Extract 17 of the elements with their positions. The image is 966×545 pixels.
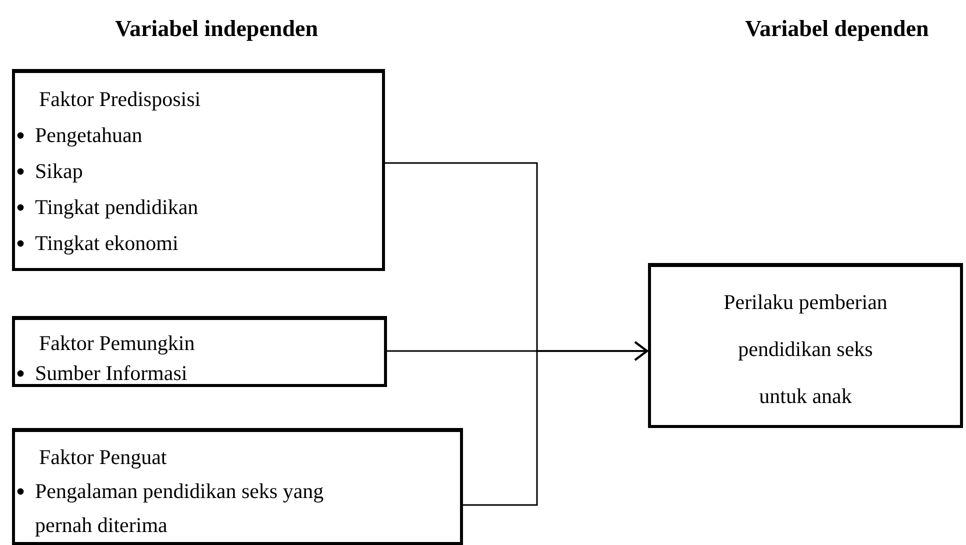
column-heading: Variabel dependen bbox=[745, 16, 929, 42]
bullet-item: Sumber Informasi bbox=[35, 361, 188, 385]
bullet-item: Pengetahuan bbox=[35, 123, 142, 147]
bullet-item: Tingkat pendidikan bbox=[35, 195, 198, 219]
factor-box bbox=[12, 69, 385, 271]
column-heading: Variabel independen bbox=[115, 16, 318, 42]
bullet-item: Tingkat ekonomi bbox=[35, 231, 178, 255]
factor-box bbox=[648, 263, 963, 428]
connector-arrow bbox=[463, 341, 648, 506]
factor-box bbox=[12, 428, 463, 545]
box-heading: Faktor Pemungkin bbox=[39, 330, 195, 357]
box-heading: Faktor Penguat bbox=[39, 444, 167, 471]
factor-box bbox=[12, 316, 387, 387]
bullet-item: Pengalaman pendidikan seks yang pernah diterima bbox=[35, 479, 324, 537]
bullet-item: Sikap bbox=[35, 159, 83, 183]
box-text: Perilaku pemberian pendidikan seks untuk anak bbox=[722, 289, 888, 410]
box-heading: Faktor Predisposisi bbox=[39, 86, 201, 113]
